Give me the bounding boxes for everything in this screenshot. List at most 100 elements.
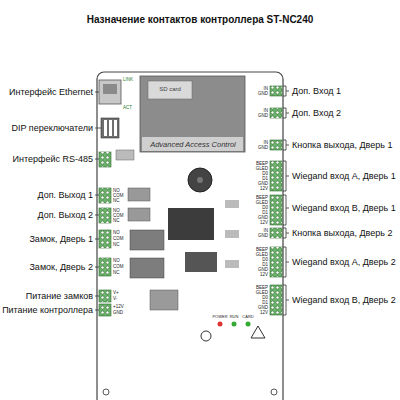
left-screws <box>99 188 111 316</box>
pin-label: GND <box>258 305 268 310</box>
terminal-block <box>270 195 282 225</box>
pin-label: IN <box>264 228 269 233</box>
pin-label: NO <box>113 230 120 235</box>
pin-label: NC <box>113 270 120 275</box>
leader-line <box>95 215 99 216</box>
left-leaders <box>95 92 101 310</box>
module-band <box>142 137 243 151</box>
callout-label: Кнопка выхода, Дверь 1 <box>292 140 392 151</box>
screws <box>270 247 282 277</box>
pin-label: GND <box>258 181 268 186</box>
screws <box>99 230 111 248</box>
right-terminals <box>270 86 282 315</box>
pin-label: GND <box>258 91 268 96</box>
led-label: CARD <box>242 315 253 320</box>
pin-label: BEEP <box>256 161 268 166</box>
screws <box>99 208 111 223</box>
bracket <box>283 161 289 191</box>
relay <box>128 188 150 201</box>
diagram-title: Назначение контактов контроллера ST-NC24… <box>87 14 314 26</box>
leader-line <box>95 159 99 160</box>
pin-label: COM <box>113 193 124 198</box>
dip-lever <box>104 120 107 136</box>
pin-label: +12V <box>113 304 124 309</box>
leader-line <box>95 267 99 268</box>
pin-label: 12V <box>260 186 268 191</box>
callout-label: Wiegand вход B, Дверь 1 <box>292 203 396 214</box>
callout-label: Доп. Вход 2 <box>292 108 341 119</box>
pin-label: D0 <box>262 205 268 210</box>
screws <box>270 86 282 96</box>
ethernet-jack <box>99 80 121 104</box>
pin-label: D1 <box>262 176 268 181</box>
terminal-block <box>99 304 111 316</box>
board-text: SD card <box>159 86 181 93</box>
pin-label: COM <box>113 264 124 269</box>
bracket <box>283 86 289 96</box>
leader-line <box>95 310 99 311</box>
ic-chip <box>185 252 217 272</box>
lock-relay <box>130 230 164 250</box>
callout-label: Wiegand вход B, Дверь 2 <box>292 295 396 306</box>
buzzer <box>188 168 212 192</box>
leader-line <box>95 296 99 297</box>
bracket <box>283 195 289 225</box>
rs485-screws <box>99 152 111 167</box>
callout-label: Доп. Выход 2 <box>37 210 93 221</box>
pin-label: GND <box>113 310 123 315</box>
callout-label: Доп. Выход 1 <box>37 190 93 201</box>
pin-label: D0 <box>262 171 268 176</box>
callout-label: Замок, Дверь 1 <box>29 234 93 245</box>
terminal-block <box>270 86 282 96</box>
terminal-block <box>99 290 111 302</box>
ic-chip <box>150 290 178 310</box>
callout-label: Питание контроллера <box>2 305 93 316</box>
leader-line <box>95 239 99 240</box>
callout-label: Доп. Вход 1 <box>292 86 341 97</box>
pin-label: NC <box>113 218 120 223</box>
screws <box>99 304 111 316</box>
callout-label: Кнопка выхода, Дверь 2 <box>292 228 392 239</box>
leader-line <box>95 92 99 93</box>
pin-label: GND <box>258 267 268 272</box>
pin-label: BEEP <box>256 195 268 200</box>
screws <box>270 228 282 238</box>
right-screws <box>270 86 282 315</box>
terminal-block <box>270 247 282 277</box>
callout-label: Питание замков <box>26 291 93 302</box>
callout-label: Wiegand вход А, Дверь 2 <box>292 257 396 268</box>
cert-symbol <box>201 331 211 341</box>
pin-label: V+ <box>113 290 119 295</box>
screws <box>270 140 282 150</box>
pin-label: NC <box>113 242 120 247</box>
terminal-block <box>270 161 282 191</box>
pin-label: D0 <box>262 295 268 300</box>
pin-label: GND <box>258 145 268 150</box>
board-text: Advanced Access Control <box>150 140 236 149</box>
terminal-block <box>99 188 111 203</box>
led <box>246 322 251 327</box>
right-brackets <box>283 86 289 315</box>
pin-label: 12V <box>260 272 268 277</box>
pin-label: GLED <box>256 166 268 171</box>
pin-label: GND <box>258 233 268 238</box>
leader-line <box>95 195 99 196</box>
component <box>225 260 239 268</box>
bracket <box>283 108 289 118</box>
pin-label: IN <box>264 140 269 145</box>
pin-label: IN <box>264 86 269 91</box>
screws <box>270 161 282 191</box>
rs485-terminal <box>99 152 111 167</box>
terminal-block <box>270 140 282 150</box>
screws <box>270 108 282 118</box>
sd-card-slot <box>148 81 192 99</box>
pin-label: D1 <box>262 262 268 267</box>
terminal-block <box>270 285 282 315</box>
pin-label: D0 <box>262 257 268 262</box>
mount-hole <box>103 389 109 395</box>
pin-label: NO <box>113 208 120 213</box>
led <box>218 322 223 327</box>
bracket <box>283 228 289 238</box>
screws <box>270 195 282 225</box>
